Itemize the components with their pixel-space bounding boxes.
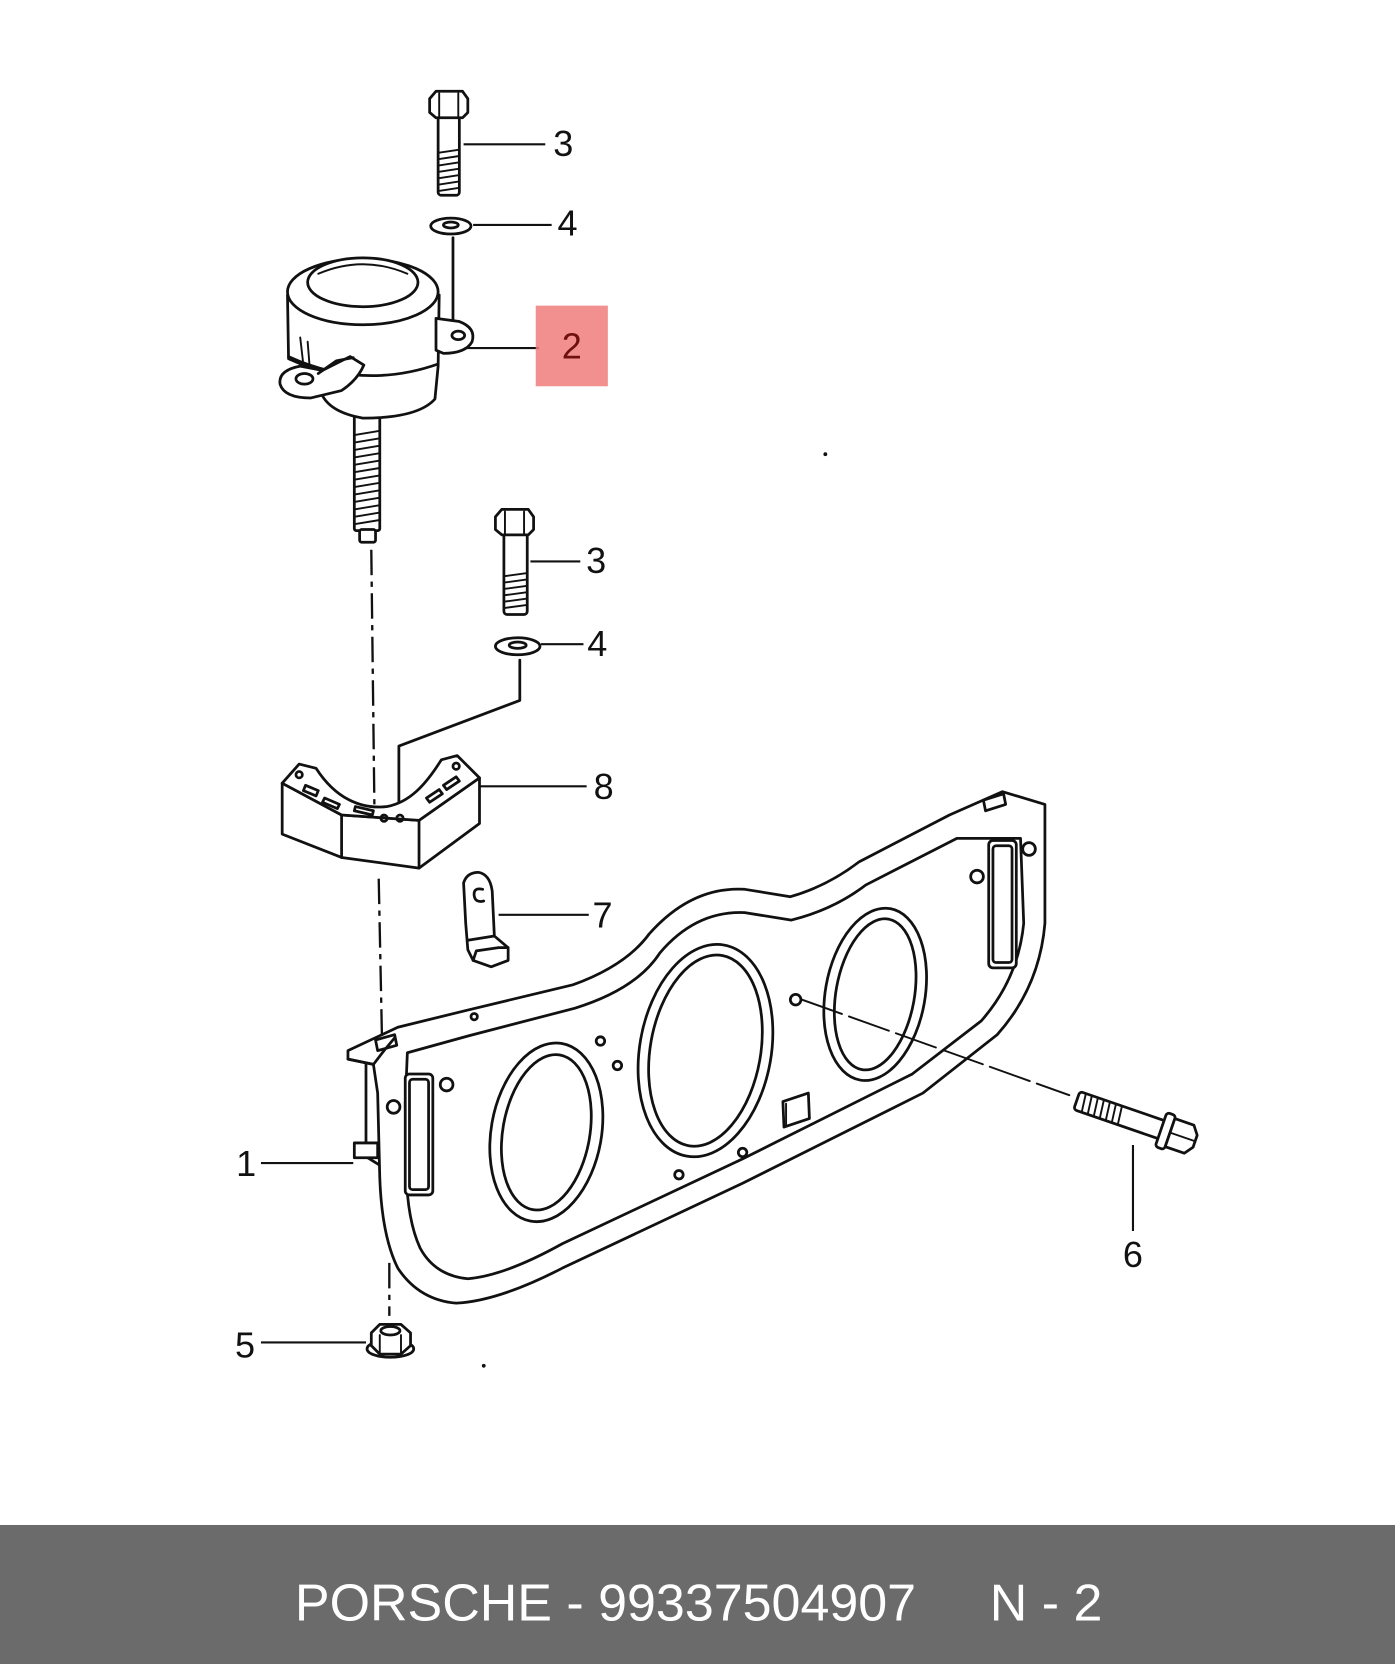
crossmember-plate <box>260 790 1047 1305</box>
top-washer <box>429 216 552 323</box>
clip <box>462 870 589 969</box>
side-bolt <box>801 998 1199 1232</box>
footer-bar <box>0 1524 1395 1664</box>
centre-line-lower <box>377 878 384 1035</box>
top-bolt <box>428 89 546 197</box>
callout-number: 7 <box>593 895 613 936</box>
print-dot <box>481 1363 486 1368</box>
callout-number: 3 <box>553 123 573 164</box>
callout-number: 4 <box>558 203 578 244</box>
callout-number: 8 <box>594 766 614 807</box>
engine-mount <box>278 256 539 544</box>
callout-number: 6 <box>1123 1234 1143 1275</box>
footer-position: N - 2 <box>990 1574 1103 1632</box>
callout-number: 3 <box>586 540 606 581</box>
centre-line <box>370 549 376 813</box>
mount-bracket <box>280 754 587 870</box>
middle-washer <box>397 636 584 819</box>
callout-number: 5 <box>235 1324 255 1365</box>
callout-number: 4 <box>587 623 607 664</box>
footer-part-number: PORSCHE - 99337504907 <box>295 1574 916 1632</box>
flange-nut <box>260 1262 416 1359</box>
middle-bolt <box>494 508 581 616</box>
highlight-box <box>535 305 608 387</box>
callout-number-highlighted: 2 <box>562 326 582 367</box>
print-dot <box>823 452 828 457</box>
callout-number: 1 <box>236 1143 256 1184</box>
